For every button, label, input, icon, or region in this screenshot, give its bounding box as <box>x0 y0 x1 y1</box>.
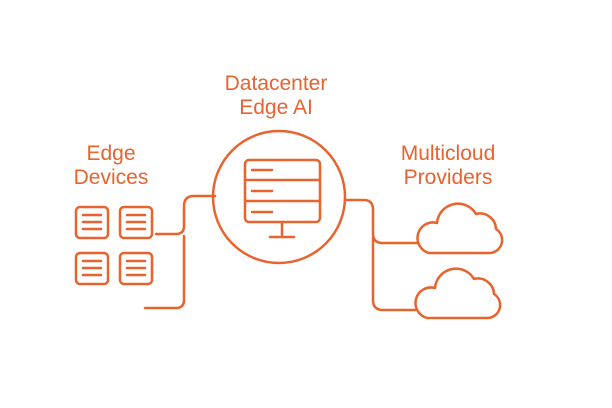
edge-to-datacenter-connector <box>154 194 217 236</box>
edge-device-icon <box>118 251 154 286</box>
datacenter-label-line1: Datacenter <box>224 72 328 95</box>
datacenter-circle <box>211 129 347 265</box>
edge-devices-label-line2: Devices <box>73 166 149 189</box>
edge-device-icon <box>74 251 110 286</box>
edge-device-icon <box>118 205 154 240</box>
multicloud-providers-label: Multicloud Providers <box>378 142 518 190</box>
edge-devices-label-line1: Edge <box>86 142 136 165</box>
edge-device-grid <box>74 205 154 286</box>
edge-devices-label: Edge Devices <box>56 142 166 190</box>
datacenter-label-line2: Edge AI <box>239 96 313 119</box>
edge-to-datacenter-connector-lower <box>143 234 186 310</box>
multicloud-label-line2: Providers <box>403 166 493 189</box>
server-monitor-icon <box>243 158 322 239</box>
multicloud-label-line1: Multicloud <box>400 142 496 165</box>
datacenter-edge-ai-label: Datacenter Edge AI <box>206 72 346 120</box>
cloud-icon <box>416 202 504 255</box>
datacenter-to-cloud-connector-upper <box>343 198 420 245</box>
edge-device-icon <box>74 205 110 240</box>
cloud-icon <box>414 267 502 320</box>
datacenter-to-cloud-connector-lower <box>371 236 417 312</box>
